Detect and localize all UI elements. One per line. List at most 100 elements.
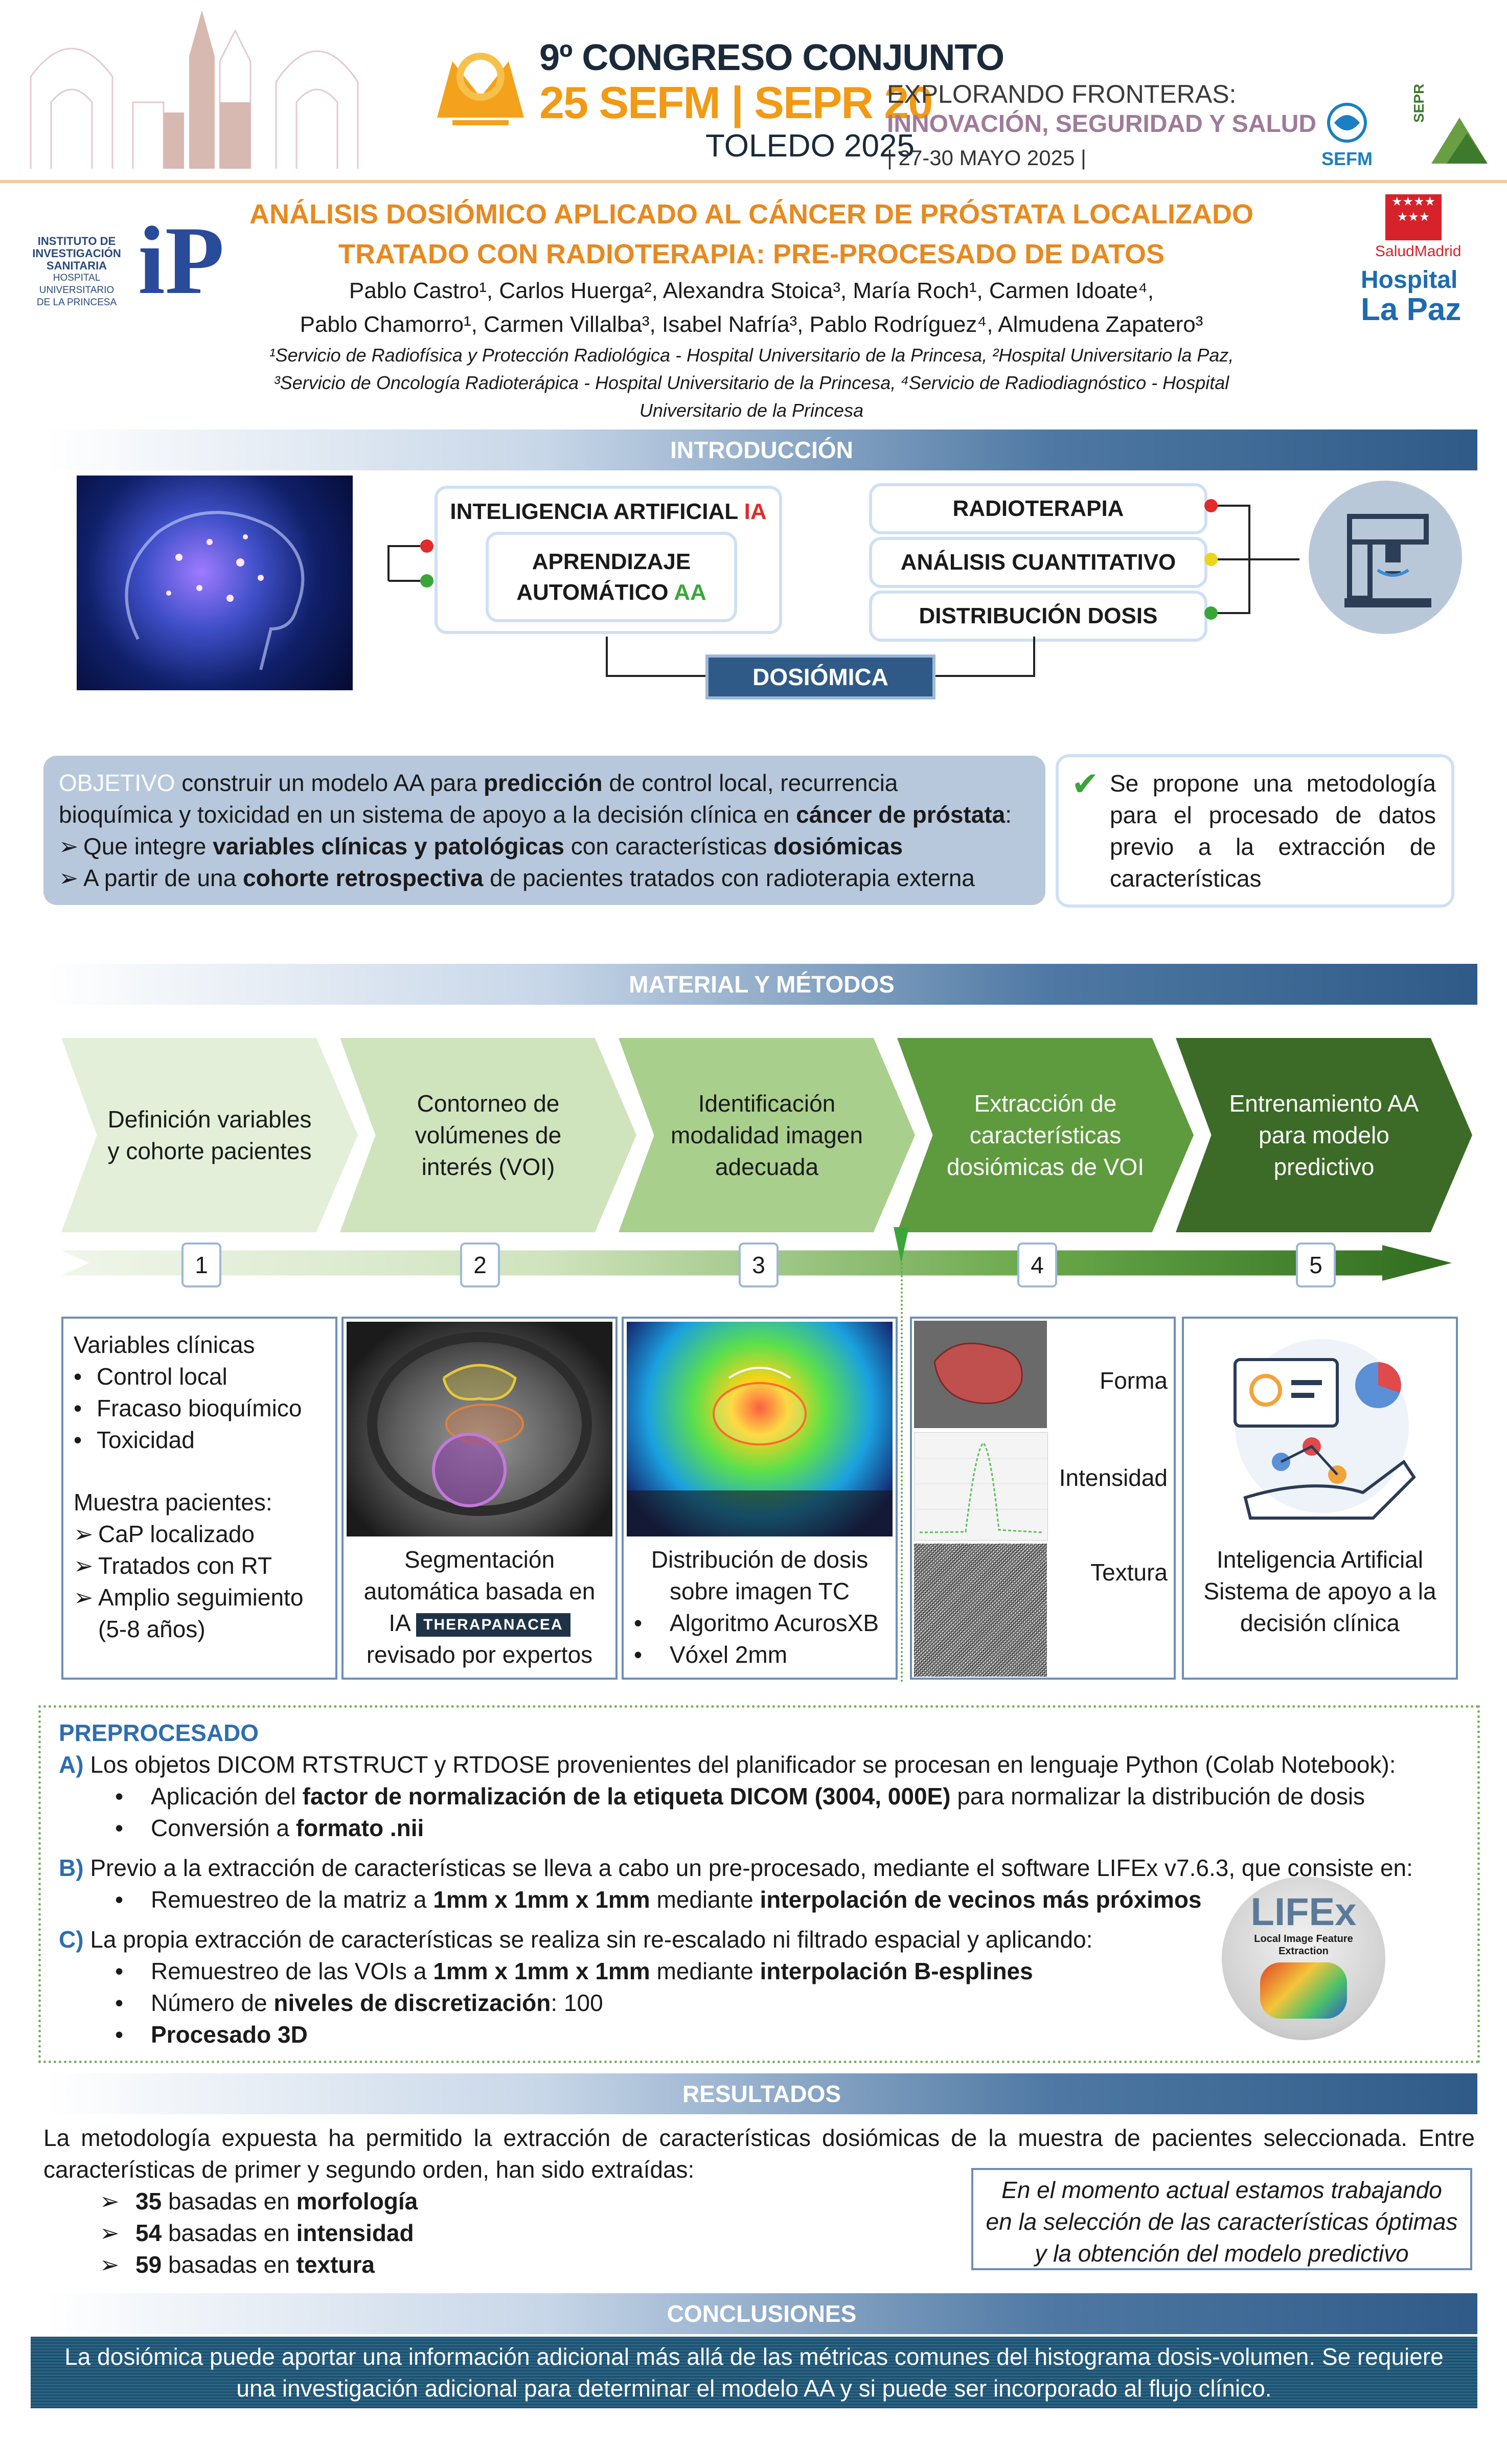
panel-features: Forma Intensidad Textura <box>910 1317 1176 1680</box>
panel-variables: Variables clínicas •Control local •Fraca… <box>61 1317 337 1680</box>
objective-box: OBJETIVO construir un modelo AA para pre… <box>43 756 1045 905</box>
checkmark-icon: ✔ <box>1071 765 1099 802</box>
section-band-results: RESULTADOS <box>46 2073 1477 2114</box>
toledo-skyline-illustration <box>30 10 359 169</box>
preprocess-title: PREPROCESADO <box>59 1720 259 1746</box>
connector-dot-green-right <box>1204 606 1218 620</box>
conclusions-line: una investigación adicional para determi… <box>236 2375 1272 2402</box>
panel1-heading: Variables clínicas <box>74 1331 255 1358</box>
lifex-logo-title: LIFEx <box>1250 1890 1357 1934</box>
logo-left-line4: HOSPITAL <box>53 273 101 283</box>
logo-left-line6: DE LA PRINCESA <box>36 297 117 308</box>
preprocess-a-item: •Conversión a formato .nii <box>115 1815 424 1841</box>
connector-dot-yellow-right <box>1204 553 1218 566</box>
affiliation-line3: Universitario de la Princesa <box>639 400 864 421</box>
congress-line2: 25 SEFM | SEPR 20 <box>539 77 933 128</box>
preprocess-c-item: •Remuestreo de las VOIs a 1mm x 1mm x 1m… <box>115 1958 1033 1984</box>
sepr-logo-label: SEPR <box>1411 83 1427 123</box>
panel2-caption-line: automática basada en <box>363 1578 596 1604</box>
lifex-logo: LIFEx Local Image Feature Extraction <box>1222 1877 1385 2040</box>
panel1-item: ➢Tratados con RT <box>74 1552 272 1579</box>
title-line2: TRATADO CON RADIOTERAPIA: PRE-PROCESADO … <box>338 239 1165 269</box>
congress-line3: TOLEDO 2025 <box>705 128 915 164</box>
panel-ai: Inteligencia Artificial Sistema de apoyo… <box>1182 1317 1458 1680</box>
panel3-item: •Vóxel 2mm <box>634 1641 788 1668</box>
authors-line1: Pablo Castro¹, Carlos Huerga², Alexandra… <box>349 278 1154 303</box>
timeline-split-line <box>901 1263 903 1682</box>
connector-dot-green-left <box>420 574 433 587</box>
objective-item: ➢Que integre variables clínicas y patoló… <box>59 830 1030 862</box>
panel3-item: •Algoritmo AcurosXB <box>634 1610 879 1636</box>
panel3-caption-line: Distribución de dosis <box>651 1546 869 1573</box>
objective-text: : <box>1005 801 1012 828</box>
lifex-logo-sub1: Local Image Feature <box>1254 1933 1353 1945</box>
connector-line <box>606 637 608 676</box>
results-item: ➢35 basadas en morfología <box>100 2188 418 2214</box>
objective-text: bioquímica y toxicidad en un sistema de … <box>59 801 796 828</box>
preprocess-b: B) Previo a la extracción de característ… <box>59 1855 1413 1881</box>
hospital-la-paz-logo: ★★★★★★★ SaludMadrid Hospital La Paz <box>1355 194 1488 327</box>
panel-dose: Distribución de dosis sobre imagen TC •A… <box>622 1317 898 1680</box>
results-note-line: y la obtención del modelo predictivo <box>1035 2240 1409 2267</box>
authors-line2: Pablo Chamorro¹, Carmen Villalba³, Isabe… <box>300 312 1203 337</box>
results-item: ➢54 basadas en intensidad <box>100 2220 414 2246</box>
texture-noise-image <box>914 1544 1047 1677</box>
preprocess-c: C) La propia extracción de característic… <box>59 1926 1093 1953</box>
connector-line <box>606 675 713 677</box>
logo-left-line1: INSTITUTO DE <box>37 235 116 247</box>
panel3-caption: Distribución de dosis sobre imagen TC •A… <box>624 1544 896 1670</box>
connector-line <box>1248 505 1250 614</box>
feature-textura: Textura <box>1090 1559 1168 1586</box>
connector-line <box>1218 558 1299 560</box>
connector-dot-red-right <box>1204 499 1218 512</box>
step-number-3: 3 <box>739 1242 779 1287</box>
distribucion-label: DISTRIBUCIÓN DOSIS <box>919 603 1158 628</box>
sepr-logo-icon <box>1431 118 1488 164</box>
sefm-logo-label: SEFM <box>1321 148 1373 169</box>
ct-segmentation-image <box>347 1322 612 1536</box>
panel5-caption-line: decisión clínica <box>1240 1610 1400 1636</box>
preprocess-a-item: •Aplicación del factor de normalización … <box>115 1783 1365 1810</box>
results-line: La metodología expuesta ha permitido la … <box>43 2124 1475 2151</box>
analisis-box: ANÁLISIS CUANTITATIVO <box>869 537 1207 588</box>
panel1-item: •Toxicidad <box>74 1427 195 1453</box>
step-chevron-2: Contorneo de volúmenes de interés (VOI) <box>340 1038 636 1232</box>
step-label-2: Contorneo de volúmenes de interés (VOI) <box>415 1090 562 1180</box>
header-lema: INNOVACIÓN, SEGURIDAD Y SALUD <box>887 110 1317 138</box>
panel1-item: ➢CaP localizado <box>74 1521 255 1547</box>
preprocess-b-item: •Remuestreo de la matriz a 1mm x 1mm x 1… <box>115 1886 1202 1913</box>
objective-text: de control local, recurrencia <box>602 770 898 796</box>
step-chevron-5: Entrenamiento AA para modelo predictivo <box>1176 1038 1472 1232</box>
step-number-2: 2 <box>460 1242 500 1287</box>
madrid-stars-icon: ★★★★★★★ <box>1385 194 1442 240</box>
step-number-4: 4 <box>1017 1242 1057 1287</box>
step-label-1: Definición variables y cohorte pacientes <box>107 1106 312 1164</box>
analisis-label: ANÁLISIS CUANTITATIVO <box>900 550 1176 575</box>
ia-abbr: IA <box>744 499 767 524</box>
results-item: ➢59 basadas en textura <box>100 2251 375 2278</box>
arrow-bullet-icon: ➢ <box>59 865 79 891</box>
title-line1: ANÁLISIS DOSIÓMICO APLICADO AL CÁNCER DE… <box>249 199 1253 230</box>
congress-line1: 9º CONGRESO CONJUNTO <box>539 37 1004 78</box>
results-paragraph: La metodología expuesta ha permitido la … <box>43 2122 1475 2280</box>
section-band-intro: INTRODUCCIÓN <box>46 429 1477 470</box>
feature-intensidad: Intensidad <box>1059 1464 1168 1491</box>
affiliation-line2: ³Servicio de Oncología Radioterápica - H… <box>273 372 1229 393</box>
ct-dose-image <box>627 1322 893 1536</box>
sefm-logo-icon <box>1327 103 1367 143</box>
connector-line <box>1218 505 1248 507</box>
logo-left-mark: iP <box>138 207 224 314</box>
logo-left-line3: SANITARIA <box>46 259 107 272</box>
conclusions-line: La dosiómica puede aportar una informaci… <box>64 2343 1444 2370</box>
panel1-item: (5-8 años) <box>98 1616 206 1642</box>
connector-line <box>387 545 390 581</box>
panel2-caption-line: IA <box>389 1610 410 1636</box>
objective-item: ➢A partir de una cohorte retrospectiva d… <box>59 862 1030 894</box>
panel2-caption-line: Segmentación <box>404 1546 555 1573</box>
preprocess-c-item: •Procesado 3D <box>115 2021 308 2048</box>
preprocess-c-item: •Número de niveles de discretización: 10… <box>115 1990 603 2016</box>
proposal-box: ✔ Se propone una metodología para el pro… <box>1056 754 1454 908</box>
header-banner: 9º CONGRESO CONJUNTO 25 SEFM | SEPR 20 T… <box>0 0 1507 179</box>
results-note-box: En el momento actual estamos trabajando … <box>971 2168 1472 2270</box>
poster-title: ANÁLISIS DOSIÓMICO APLICADO AL CÁNCER DE… <box>235 194 1268 424</box>
